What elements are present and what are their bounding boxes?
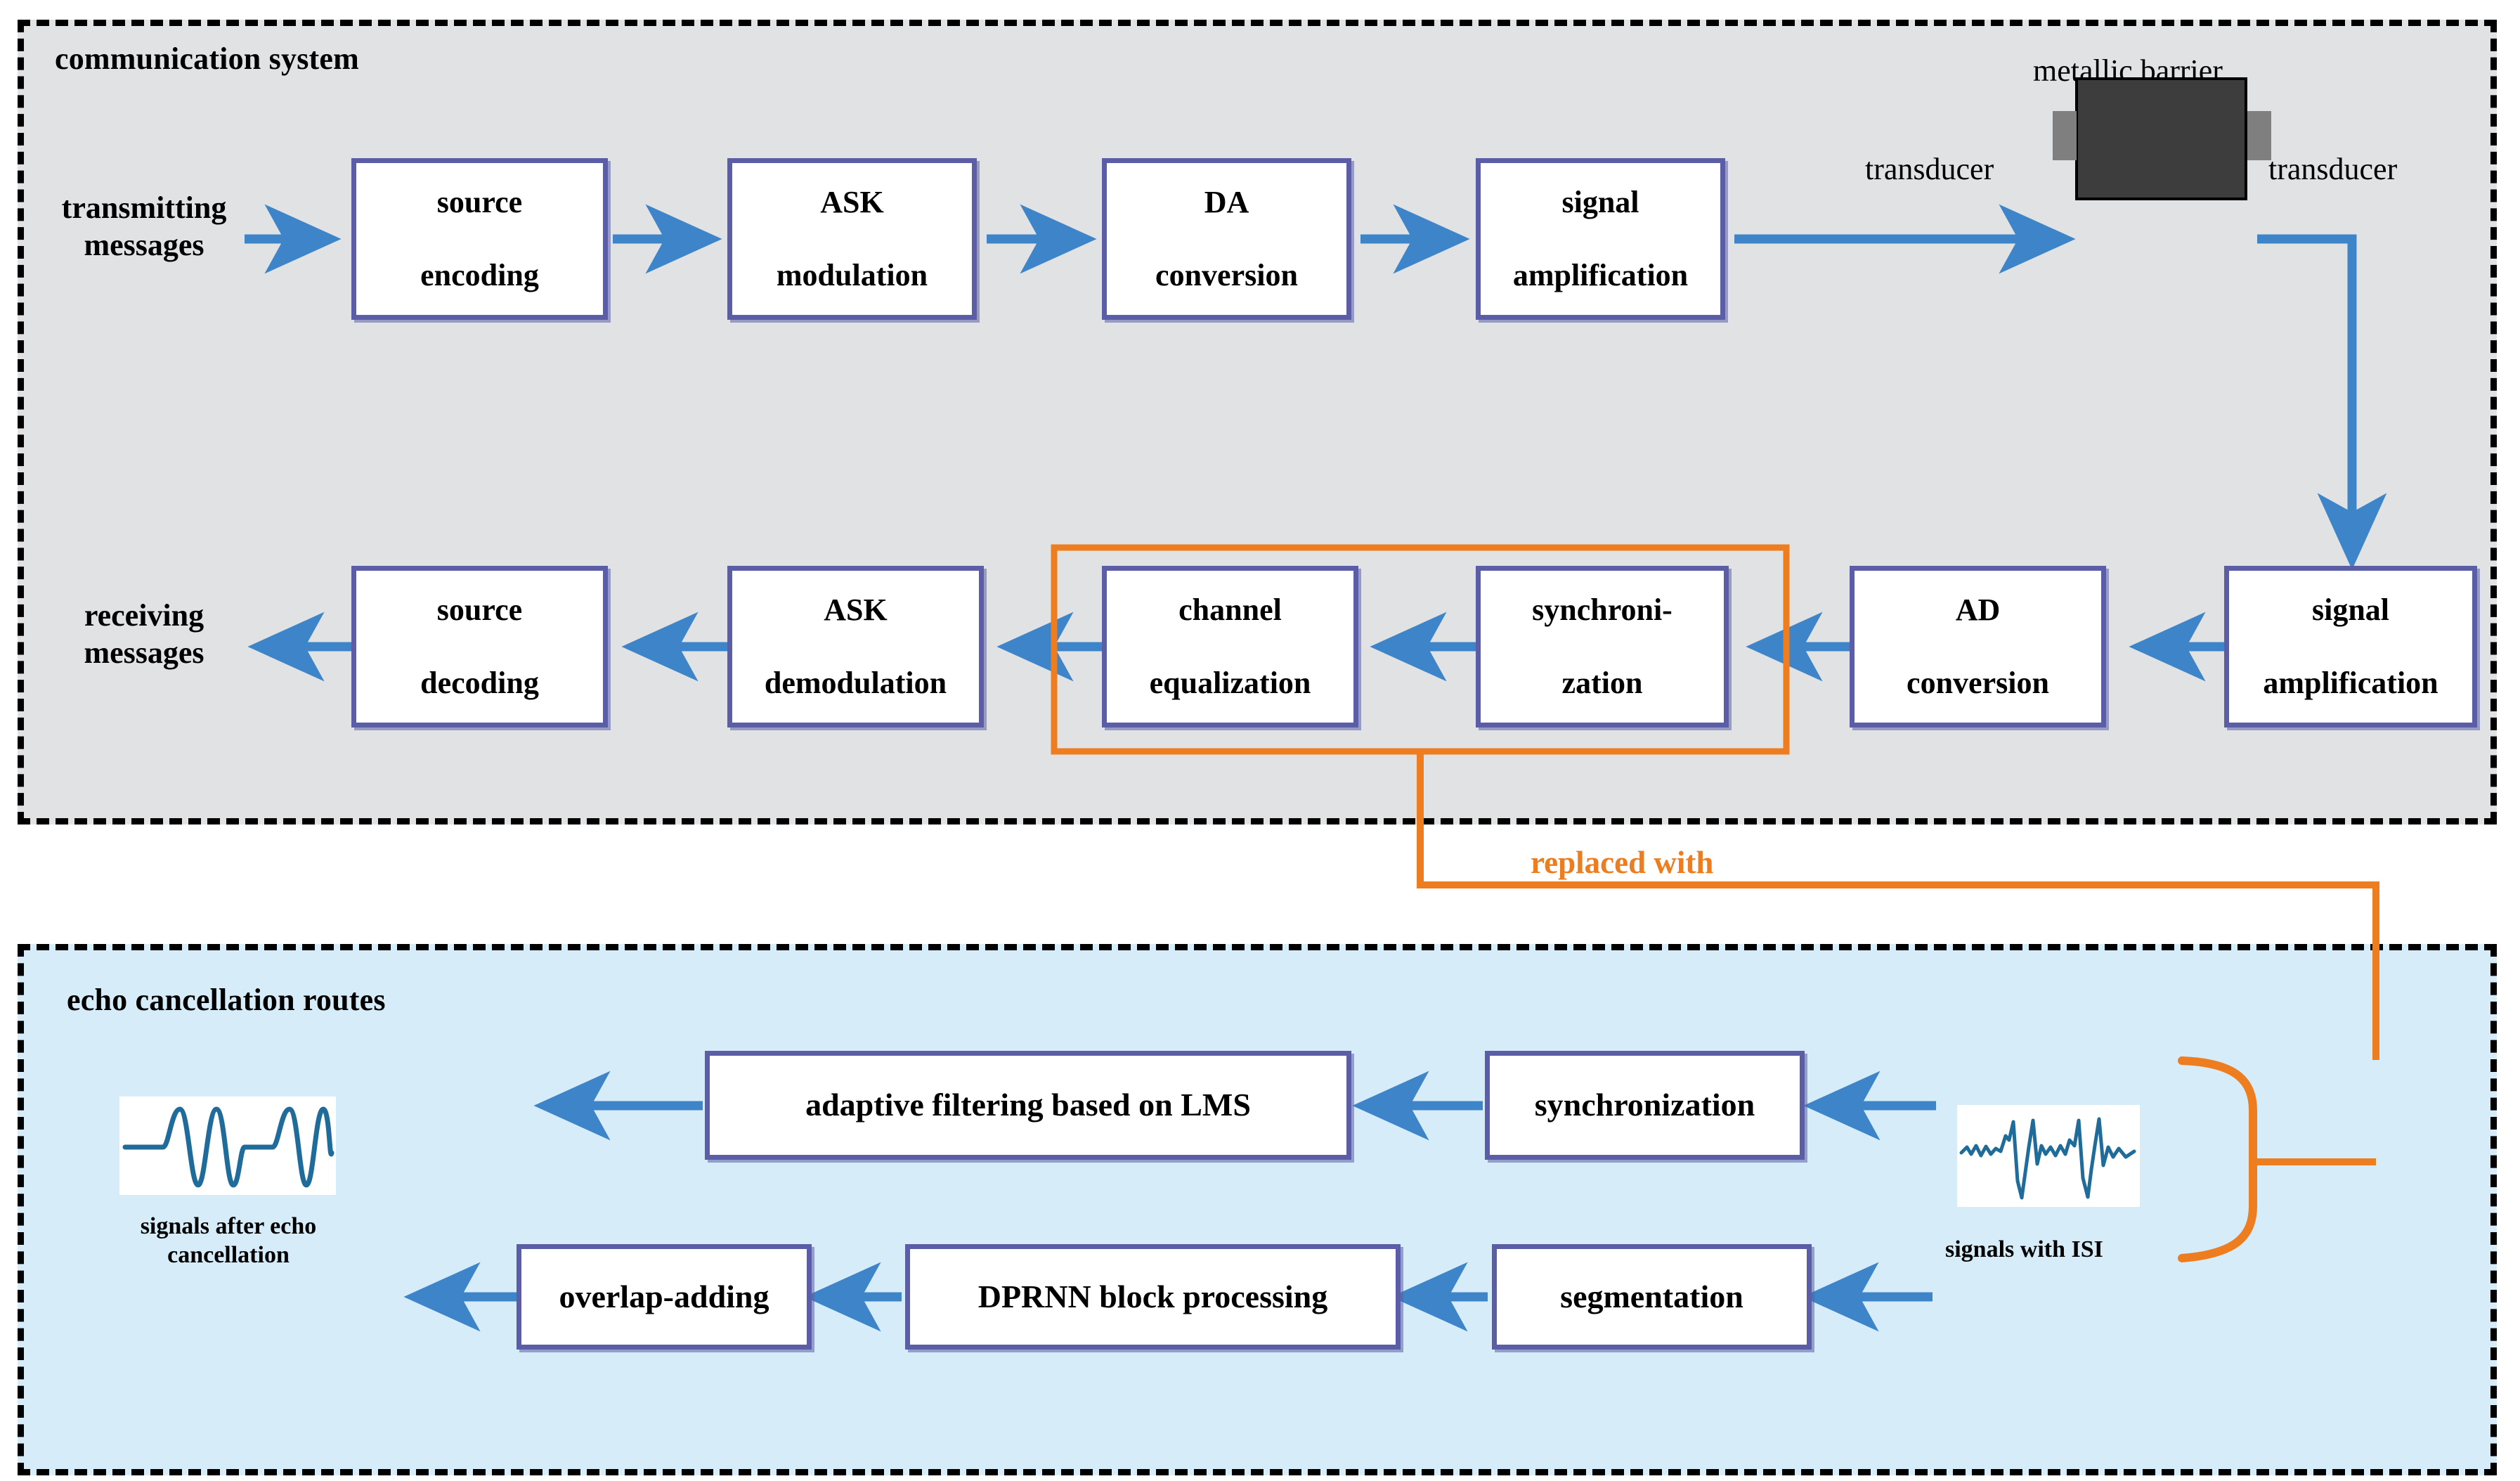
box-source-decoding-line2: decoding xyxy=(420,665,539,700)
box-segmentation-label: segmentation xyxy=(1560,1278,1743,1314)
box-ask-demodulation-line1: ASK xyxy=(824,593,888,628)
box-channel-equalization-line1: channel xyxy=(1178,593,1282,628)
transducer-left-pad xyxy=(2053,111,2077,160)
box-ask-demodulation-line2: demodulation xyxy=(764,665,947,700)
echo-cancellation-panel xyxy=(18,944,2497,1475)
box-overlap-adding[interactable]: overlap-adding xyxy=(517,1244,812,1350)
box-channel-equalization[interactable]: channel equalization xyxy=(1102,566,1358,727)
box-signal-amplification-tx-line2: amplification xyxy=(1512,257,1689,292)
box-signal-amplification-tx[interactable]: signal amplification xyxy=(1476,158,1725,320)
transmitting-messages-label: transmitting messages xyxy=(42,190,246,264)
box-signal-amplification-tx-line1: signal xyxy=(1561,185,1639,220)
box-overlap-adding-label: overlap-adding xyxy=(559,1278,769,1314)
box-ask-modulation[interactable]: ASK modulation xyxy=(727,158,977,320)
box-ad-conversion[interactable]: AD conversion xyxy=(1850,566,2106,727)
box-signal-amplification-rx-line1: signal xyxy=(2311,593,2390,628)
waveform-after-echo-cancellation xyxy=(119,1097,336,1195)
box-adaptive-filtering-lms-label: adaptive filtering based on LMS xyxy=(805,1087,1251,1123)
box-signal-amplification-rx[interactable]: signal amplification xyxy=(2224,566,2477,727)
box-ask-modulation-line1: ASK xyxy=(820,185,884,220)
waveform-signals-with-isi-caption: signals with ISI xyxy=(1945,1236,2103,1262)
box-ad-conversion-line2: conversion xyxy=(1907,665,2049,700)
caption-after-echo-line2: cancellation xyxy=(167,1241,290,1268)
box-synchronization-rx-line2: zation xyxy=(1561,665,1643,700)
echo-cancellation-title: echo cancellation routes xyxy=(67,983,386,1017)
box-source-encoding-line2: encoding xyxy=(420,257,539,292)
box-dprnn-block-processing-label: DPRNN block processing xyxy=(978,1278,1328,1314)
communication-system-title: communication system xyxy=(55,41,359,76)
box-channel-equalization-line2: equalization xyxy=(1149,665,1311,700)
box-source-decoding-line1: source xyxy=(436,593,523,628)
transducer-left-label: transducer xyxy=(1865,152,1994,186)
box-da-conversion[interactable]: DA conversion xyxy=(1102,158,1351,320)
box-source-encoding-line1: source xyxy=(436,185,523,220)
box-ask-demodulation[interactable]: ASK demodulation xyxy=(727,566,984,727)
replaced-with-label: replaced with xyxy=(1531,845,1714,880)
box-signal-amplification-rx-line2: amplification xyxy=(2263,665,2438,700)
box-segmentation[interactable]: segmentation xyxy=(1492,1244,1812,1350)
transmitting-messages-line2: messages xyxy=(84,227,204,262)
transmitting-messages-line1: transmitting xyxy=(61,190,227,225)
box-source-decoding[interactable]: source decoding xyxy=(351,566,608,727)
metallic-barrier xyxy=(2053,77,2271,200)
box-synchronization-echo[interactable]: synchronization xyxy=(1485,1051,1805,1160)
box-source-encoding[interactable]: source encoding xyxy=(351,158,608,320)
transducer-right-label: transducer xyxy=(2268,152,2398,186)
caption-after-echo-line1: signals after echo xyxy=(140,1213,317,1239)
box-synchronization-echo-label: synchronization xyxy=(1534,1087,1755,1123)
box-da-conversion-line1: DA xyxy=(1204,185,1249,220)
box-synchronization-rx[interactable]: synchroni- zation xyxy=(1476,566,1729,727)
box-da-conversion-line2: conversion xyxy=(1155,257,1298,292)
box-adaptive-filtering-lms[interactable]: adaptive filtering based on LMS xyxy=(705,1051,1351,1160)
box-ask-modulation-line2: modulation xyxy=(776,257,928,292)
box-ad-conversion-line1: AD xyxy=(1955,593,2001,628)
barrier-body xyxy=(2075,77,2247,200)
waveform-after-echo-cancellation-caption: signals after echo cancellation xyxy=(77,1212,379,1270)
waveform-signals-with-isi xyxy=(1957,1105,2140,1207)
box-synchronization-rx-line1: synchroni- xyxy=(1532,593,1673,628)
transducer-right-pad xyxy=(2247,111,2271,160)
receiving-messages-label: receiving messages xyxy=(28,597,260,672)
receiving-messages-line2: messages xyxy=(84,635,204,670)
receiving-messages-line1: receiving xyxy=(84,598,204,633)
box-dprnn-block-processing[interactable]: DPRNN block processing xyxy=(905,1244,1401,1350)
